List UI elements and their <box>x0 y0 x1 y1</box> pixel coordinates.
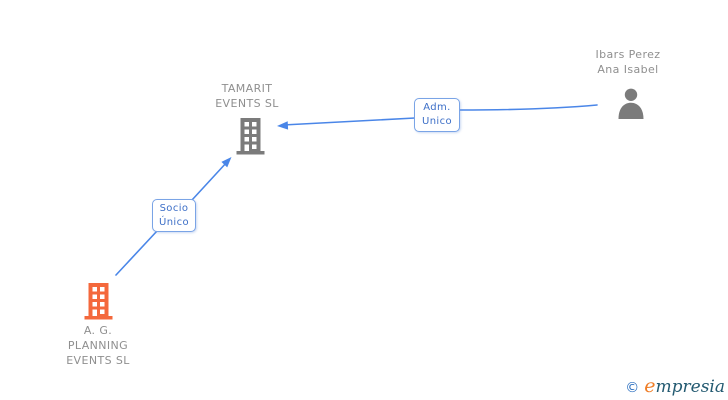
logo-letters-rest: mpresia <box>655 377 726 397</box>
person-icon[interactable] <box>617 88 645 119</box>
arrowhead-into-tamarit-diagonal <box>221 157 232 168</box>
person-label-line1: Ibars Perez <box>595 48 661 61</box>
edge-label-socio-unico[interactable]: Socio Único <box>152 199 196 232</box>
edge-label-adm-unico[interactable]: Adm. Unico <box>414 98 460 132</box>
building-icon-ag-planning[interactable] <box>84 283 113 320</box>
edge-label-socio-unico-line2: Único <box>158 216 190 228</box>
empresia-logo-text: empresia <box>644 375 726 397</box>
building-icon-tamarit[interactable] <box>236 118 265 155</box>
edge-line-adm-label-to-tamarit <box>282 117 416 126</box>
person-label[interactable]: Ibars Perez Ana Isabel <box>568 47 688 77</box>
edge-line-socio-label-to-tamarit <box>191 161 228 201</box>
edge-label-socio-unico-line1: Socio <box>159 202 189 214</box>
company-label-tamarit-line1: TAMARIT <box>221 82 273 95</box>
company-label-ag-planning-line2: PLANNING <box>67 339 129 352</box>
company-label-tamarit[interactable]: TAMARIT EVENTS SL <box>187 81 307 111</box>
edge-label-adm-unico-line2: Unico <box>421 116 453 127</box>
logo-letter-e: e <box>644 375 656 397</box>
copyright-icon: © <box>625 380 640 396</box>
edge-label-adm-unico-line1: Adm. <box>423 102 451 113</box>
company-label-ag-planning[interactable]: A. G. PLANNING EVENTS SL <box>38 323 158 368</box>
person-label-line2: Ana Isabel <box>597 63 659 76</box>
empresia-watermark: © empresia <box>625 375 726 397</box>
company-label-tamarit-line2: EVENTS SL <box>215 97 279 110</box>
edge-line-person-to-adm-label <box>459 104 598 111</box>
company-label-ag-planning-line3: EVENTS SL <box>66 354 130 367</box>
company-label-ag-planning-line1: A. G. <box>83 324 113 337</box>
edge-line-ag-to-socio-label <box>115 230 158 276</box>
arrowhead-into-tamarit-left <box>277 121 289 130</box>
